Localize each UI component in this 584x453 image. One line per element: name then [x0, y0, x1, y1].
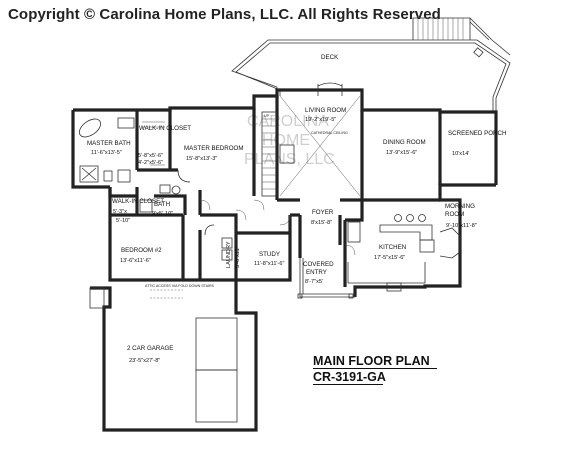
master-bath-fixtures — [78, 117, 165, 183]
walk-in-closet-2-size: 5'-3"x — [113, 209, 127, 215]
master-bath-label: MASTER BATH — [87, 140, 131, 147]
master-bath-size: 11'-6"x13'-5" — [91, 150, 122, 156]
watermark: CAROLINA HOME PLANS, LLC — [244, 113, 335, 168]
morning-room-size: 9'-10"x11'-8" — [446, 223, 477, 229]
bath-fixtures — [139, 184, 181, 213]
bedroom-2-size: 13'-6"x11'-6" — [120, 258, 151, 264]
study-size: 11'-8"x11'-6" — [254, 261, 284, 267]
plan-code: CR-3191-GA — [313, 370, 386, 384]
exterior-walls — [71, 88, 498, 297]
closet-dim-2: 4'-2"x5'-6" — [138, 160, 163, 166]
cathedral-ceiling-label: CATHEDRAL CEILING — [311, 131, 348, 135]
deck-stairs — [412, 17, 511, 58]
covered-entry-size: 8'-7"x5' — [305, 279, 323, 285]
study-label: STUDY — [259, 251, 280, 258]
stairs-up-label: UP — [264, 114, 270, 118]
foyer-size: 8'x15'-8" — [311, 220, 332, 226]
plan-code-underline — [313, 384, 383, 386]
living-room-ceiling — [279, 95, 361, 197]
closet-dim-1: 5'-8"x5'-6" — [138, 153, 163, 159]
morning-room-label-2: ROOM — [445, 211, 464, 218]
watermark-line-3: PLANS, LLC — [244, 151, 335, 168]
master-bedroom-size: 15'-8"x13'-3" — [186, 156, 217, 162]
bath-size: 9'x5'-10" — [152, 211, 173, 217]
garage: ATTIC ACCESS VIA FOLD DOWN STAIRS 2 CAR … — [89, 280, 258, 432]
attic-access-label: ATTIC ACCESS VIA FOLD DOWN STAIRS — [145, 284, 215, 288]
screened-porch-size: 10'x14' — [452, 151, 469, 157]
master-bedroom-door-swing — [177, 169, 191, 183]
master-bedroom-label: MASTER BEDROOM — [184, 145, 243, 152]
walk-in-closet-master-label: WALK-IN CLOSET — [139, 125, 191, 132]
bath-label: BATH — [154, 201, 170, 208]
laundry-fixtures — [204, 224, 233, 261]
laundry-size: 5'-6"x11' — [235, 247, 241, 268]
walk-in-closet-2-label: WALK-IN CLOSET — [112, 198, 164, 205]
plan-title: MAIN FLOOR PLAN — [313, 354, 430, 368]
bedroom-2-label: BEDROOM #2 — [121, 247, 162, 254]
garage-label: 2 CAR GARAGE — [127, 345, 173, 352]
covered-entry-label-1: COVERED — [303, 261, 334, 268]
walk-in-closet-2-size2: 5'-10" — [116, 218, 130, 224]
kitchen-fixtures — [347, 214, 435, 292]
living-room-stairs: UP — [261, 111, 277, 197]
kitchen-size: 17'-5"x15'-6" — [374, 255, 405, 261]
kitchen-label: KITCHEN — [379, 244, 406, 251]
covered-entry — [297, 258, 355, 299]
dining-room-label: DINING ROOM — [383, 139, 426, 146]
garage-size: 23'-5"x27'-8" — [129, 358, 160, 364]
screened-porch-label: SCREENED PORCH — [448, 130, 506, 137]
laundry-label: LAUNDRY — [226, 241, 232, 268]
door-swings — [199, 199, 356, 256]
morning-room-bay — [439, 227, 461, 259]
watermark-line-2: HOME — [262, 132, 310, 149]
deck: DECK — [231, 17, 511, 112]
morning-room-label-1: MORNING — [445, 203, 475, 210]
living-room-label: LIVING ROOM — [305, 107, 346, 114]
copyright-notice: Copyright © Carolina Home Plans, LLC. Al… — [8, 6, 441, 23]
interior-walls — [108, 96, 440, 287]
covered-entry-label-2: ENTRY — [306, 269, 327, 276]
foyer-label: FOYER — [312, 209, 334, 216]
living-room-french-door — [317, 82, 343, 96]
deck-label: DECK — [321, 54, 339, 61]
dining-room-size: 13'-9"x15'-6" — [386, 150, 417, 156]
living-room-size: 19'-2"x19'-5" — [305, 117, 336, 123]
plan-title-underline — [313, 368, 437, 370]
